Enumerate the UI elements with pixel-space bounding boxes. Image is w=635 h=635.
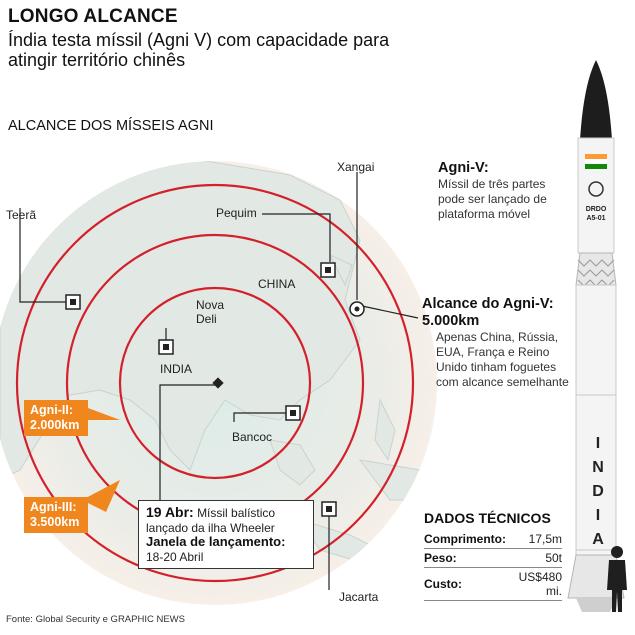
range-ring-agni2 (118, 286, 312, 480)
human-silhouette-scale (607, 546, 627, 612)
agni5-text: Míssil de três partes pode ser lançado d… (438, 177, 547, 221)
specs-table: Comprimento: 17,5m Peso: 50t Custo: US$4… (424, 530, 562, 601)
spec-label: Peso: (424, 548, 506, 568)
agni5-note: Agni-V: Míssil de três partes pode ser l… (438, 160, 560, 222)
label-bancoc: Bancoc (232, 430, 273, 444)
source-credit: Fonte: Global Security e GRAPHIC NEWS (6, 614, 185, 625)
spec-value: 50t (506, 548, 562, 568)
rocket-letter-2: N (592, 459, 604, 476)
launch-window-value: 18-20 Abril (146, 549, 204, 564)
city-marker-pequim (320, 262, 336, 278)
agni5-range-note: Alcance do Agni-V: 5.000km Apenas China,… (422, 296, 572, 390)
spec-value: US$480 mi. (506, 567, 562, 601)
rocket-letter-4: I (596, 507, 600, 524)
agni5-range-title: Alcance do Agni-V: 5.000km (422, 296, 554, 329)
header-kicker: LONGO ALCANCE (8, 6, 178, 27)
range-ring-agni5 (15, 183, 415, 583)
label-teera: Teerã (6, 208, 37, 222)
rocket-letter-1: I (596, 435, 600, 452)
city-marker-jacarta (321, 501, 337, 517)
rocket-label-drdo: DRDO (586, 206, 607, 213)
label-nova-deli: Nova Deli (196, 298, 225, 326)
spec-row: Custo: US$480 mi. (424, 567, 562, 601)
label-jacarta: Jacarta (339, 590, 379, 604)
label-pequim: Pequim (216, 206, 257, 220)
rocket-letter-5: A (592, 531, 604, 548)
city-marker-teera (65, 294, 81, 310)
launch-info-box: 19 Abr: Míssil balístico lançado da ilha… (138, 500, 314, 569)
rocket-letter-3: D (592, 483, 604, 500)
range-tag-agni2: Agni-II: 2.000km (24, 400, 88, 436)
launch-site-marker (212, 377, 224, 389)
spec-label: Custo: (424, 567, 506, 601)
header-title: Índia testa míssil (Agni V) com capacida… (8, 30, 390, 70)
range-tag-agni3: Agni-III: 3.500km (24, 497, 88, 533)
spec-row: Comprimento: 17,5m (424, 530, 562, 549)
city-marker-bancoc (285, 405, 301, 421)
city-marker-xangai (349, 301, 365, 317)
spec-row: Peso: 50t (424, 548, 562, 568)
agni5-range-text: Apenas China, Rússia, EUA, França e Rein… (436, 330, 569, 389)
label-xangai: Xangai (337, 160, 375, 174)
city-marker-nova-deli (158, 339, 174, 355)
specs-title: DADOS TÉCNICOS (424, 510, 551, 526)
label-china: CHINA (258, 277, 296, 291)
agni5-title: Agni-V: (438, 160, 489, 176)
label-india: INDIA (160, 362, 193, 376)
spec-value: 17,5m (506, 530, 562, 549)
rocket-label-a5: A5-01 (586, 215, 605, 222)
rocket-illustration: DRDO A5-01 I N D I A (567, 60, 625, 612)
launch-window-label: Janela de lançamento: (146, 534, 286, 549)
launch-date: 19 Abr: (146, 504, 194, 520)
launch-text: Míssil balístico lançado da ilha Wheeler (146, 506, 276, 535)
spec-label: Comprimento: (424, 530, 506, 549)
map-section-title: ALCANCE DOS MÍSSEIS AGNI (8, 118, 214, 134)
